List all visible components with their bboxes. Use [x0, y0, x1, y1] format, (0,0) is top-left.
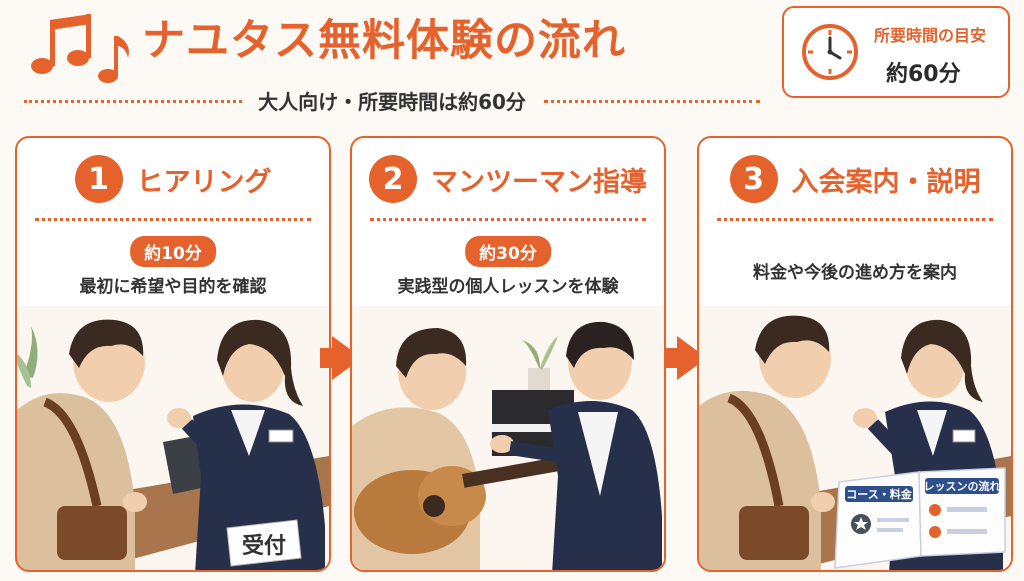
step-description: 最初に希望や目的を確認	[79, 277, 267, 297]
brochure-left-title: コース・料金	[846, 487, 912, 501]
divider	[544, 100, 760, 103]
step-title: ヒアリング	[136, 166, 272, 198]
divider	[24, 100, 242, 103]
lesson-illustration	[352, 306, 664, 570]
step-number: 2	[369, 155, 417, 203]
step-card-3: 3 入会案内・説明 料金や今後の進め方を案内 コース・料金 レッスンの流れ	[697, 136, 1013, 572]
divider	[35, 218, 311, 221]
brochure-right-title: レッスンの流れ	[924, 479, 1001, 493]
step-header: 1 ヒアリング	[17, 152, 329, 206]
divider	[717, 218, 993, 221]
plant-icon	[17, 326, 38, 388]
arrow-stem	[320, 348, 334, 368]
step-description: 実践型の個人レッスンを体験	[397, 277, 619, 297]
duration-badge: 約10分	[130, 236, 216, 267]
step-number: 3	[729, 155, 778, 203]
step-header: 2 マンツーマン指導	[352, 152, 664, 206]
time-label: 所要時間の目安	[874, 26, 987, 45]
brochure: コース・料金 レッスンの流れ	[834, 467, 1006, 569]
clock-icon	[802, 24, 858, 80]
music-note-icon	[31, 14, 129, 83]
page-title: ナユタス無料体験の流れ	[142, 16, 626, 66]
step-card-2: 2 マンツーマン指導 約30分 実践型の個人レッスンを体験	[350, 136, 666, 572]
duration-badge: 約30分	[465, 236, 551, 267]
step-description: 料金や今後の進め方を案内	[753, 263, 957, 283]
hearing-illustration: 受付	[17, 306, 329, 570]
plant-icon	[522, 336, 558, 390]
time-estimate-box: 所要時間の目安 約60分	[782, 6, 1010, 98]
divider	[370, 218, 646, 221]
step-title: マンツーマン指導	[431, 166, 647, 198]
step-number: 1	[74, 155, 123, 203]
step-header: 3 入会案内・説明	[699, 152, 1011, 206]
time-value: 約60分	[886, 62, 961, 87]
reception-sign: 受付	[242, 533, 286, 559]
guidance-illustration: コース・料金 レッスンの流れ	[699, 306, 1011, 570]
subtitle-row: 大人向け・所要時間は約60分	[24, 86, 760, 116]
step-card-1: 1 ヒアリング 約10分 最初に希望や目的を確認 受付	[15, 136, 331, 572]
step-title: 入会案内・説明	[791, 166, 981, 198]
subtitle: 大人向け・所要時間は約60分	[258, 90, 526, 114]
arrow-stem	[665, 348, 679, 368]
